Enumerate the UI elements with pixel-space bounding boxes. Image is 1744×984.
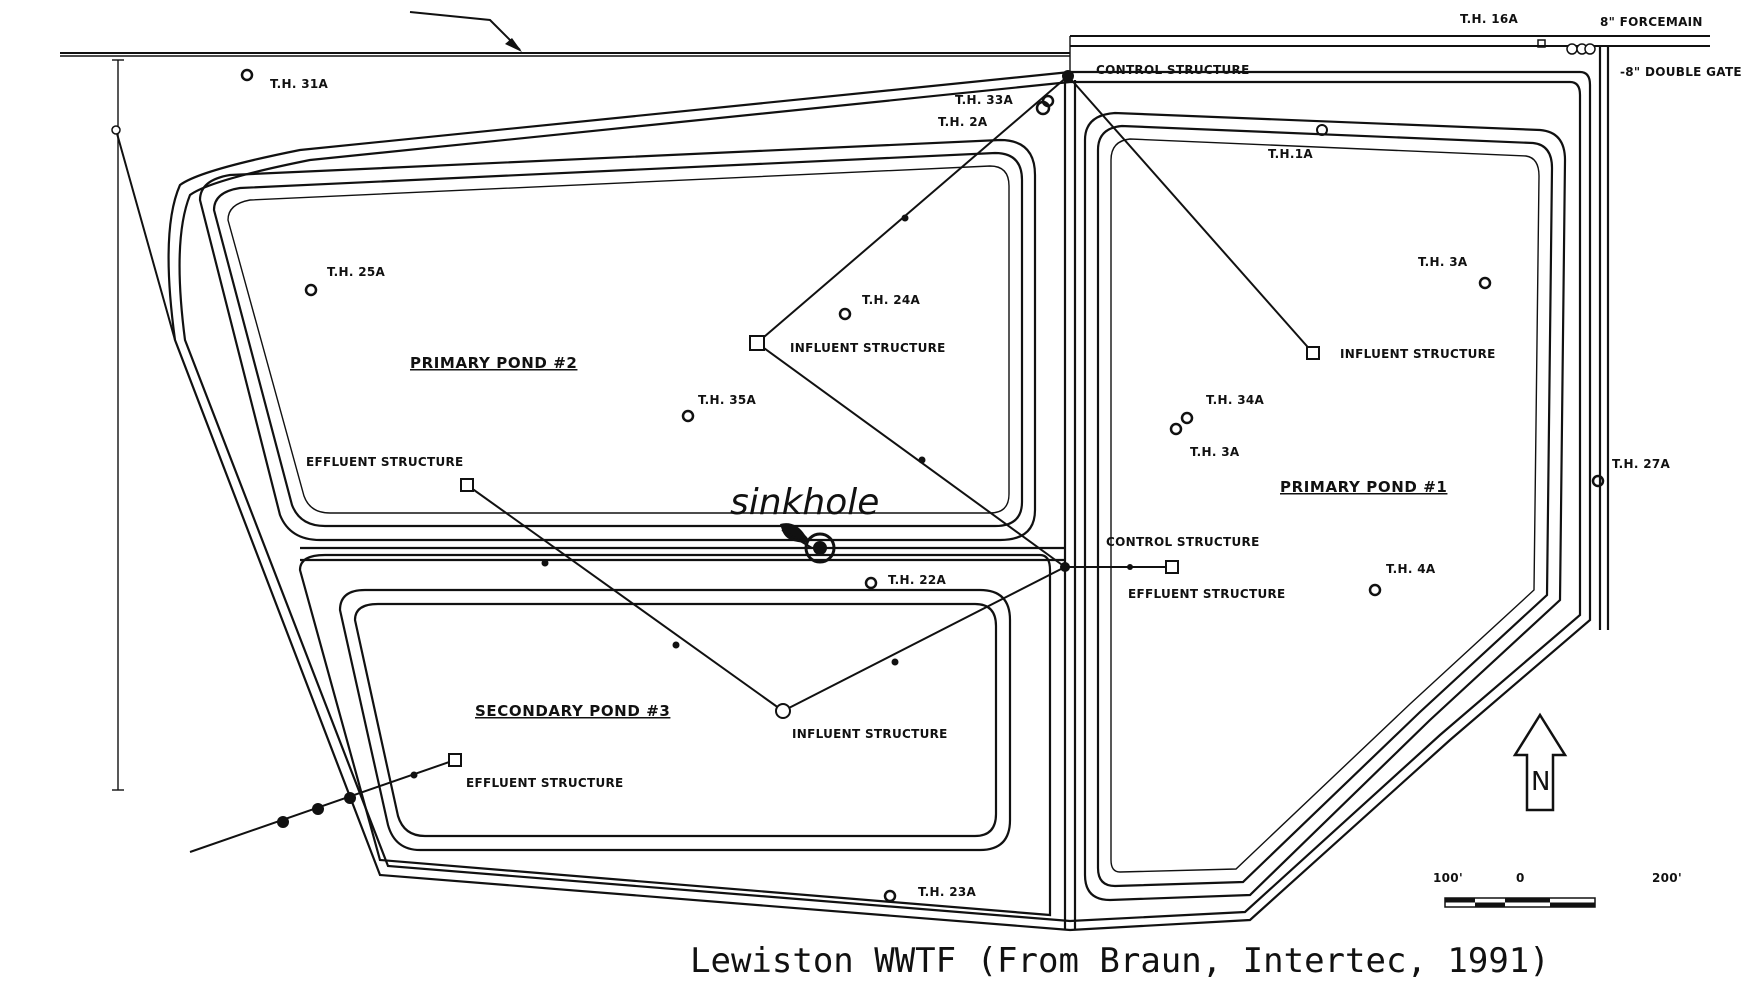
primary-pond-1-outline (1083, 111, 1567, 902)
label-th31a: T.H. 31A (270, 77, 329, 91)
label-th34a: T.H. 34A (1206, 393, 1265, 407)
label-th23a: T.H. 23A (918, 885, 977, 899)
label-th3a-right: T.H. 3A (1418, 255, 1468, 269)
north-boundary (60, 11, 1710, 72)
pond-name-primary-2: PRIMARY POND #2 (410, 354, 577, 372)
scale-label-0: 0 (1516, 871, 1525, 885)
central-dike (300, 72, 1077, 930)
labels: T.H. 31A T.H. 16A 8" FORCEMAIN -8" DOUBL… (270, 12, 1742, 899)
pipelines (189, 75, 1314, 853)
west-dimension-line (111, 59, 176, 791)
figure-caption: Lewiston WWTF (From Braun, Intertec, 199… (690, 941, 1550, 981)
label-th25a: T.H. 25A (327, 265, 386, 279)
sinkhole-annotation: sinkhole (730, 482, 879, 523)
test-hole-markers (240, 68, 1605, 903)
label-influent-structure-sp3: INFLUENT STRUCTURE (792, 727, 948, 741)
pond-names: PRIMARY POND #2 PRIMARY POND #1 SECONDAR… (410, 354, 1447, 720)
scale-label-100: 100' (1433, 871, 1463, 885)
label-th16a: T.H. 16A (1460, 12, 1519, 26)
label-th24a-left: T.H. 24A (862, 293, 921, 307)
label-th3a: T.H. 3A (1190, 445, 1240, 459)
label-influent-structure-pp2: INFLUENT STRUCTURE (790, 341, 946, 355)
label-th1a: T.H.1A (1268, 147, 1313, 161)
label-forcemain: 8" FORCEMAIN (1600, 15, 1703, 29)
label-th22a: T.H. 22A (888, 573, 947, 587)
scale-label-200: 200' (1652, 871, 1682, 885)
label-effluent-structure-pp2: EFFLUENT STRUCTURE (306, 455, 464, 469)
label-th27a: T.H. 27A (1612, 457, 1671, 471)
label-control-structure-mid: CONTROL STRUCTURE (1106, 535, 1260, 549)
label-th4a: T.H. 4A (1386, 562, 1436, 576)
structures (448, 39, 1596, 767)
label-effluent-structure-pp1: EFFLUENT STRUCTURE (1128, 587, 1286, 601)
primary-pond-2-outline (198, 138, 1037, 542)
north-arrow-label: N (1531, 767, 1550, 797)
pond-name-primary-1: PRIMARY POND #1 (1280, 478, 1447, 496)
label-effluent-structure-sp3: EFFLUENT STRUCTURE (466, 776, 624, 790)
pond-name-secondary-3: SECONDARY POND #3 (475, 702, 670, 720)
label-control-structure-top: CONTROL STRUCTURE (1096, 63, 1250, 77)
north-arrow: N (1512, 712, 1568, 812)
sinkhole-mark (780, 523, 836, 564)
outer-dike-road (167, 46, 1610, 932)
label-th35a: T.H. 35A (698, 393, 757, 407)
label-influent-structure-pp1: INFLUENT STRUCTURE (1340, 347, 1496, 361)
label-double-gate: -8" DOUBLE GATE (1620, 65, 1742, 79)
label-th2a: T.H. 2A (938, 115, 988, 129)
scale-bar: 100' 0 200' (1433, 871, 1682, 908)
label-th33a: T.H. 33A (955, 93, 1014, 107)
